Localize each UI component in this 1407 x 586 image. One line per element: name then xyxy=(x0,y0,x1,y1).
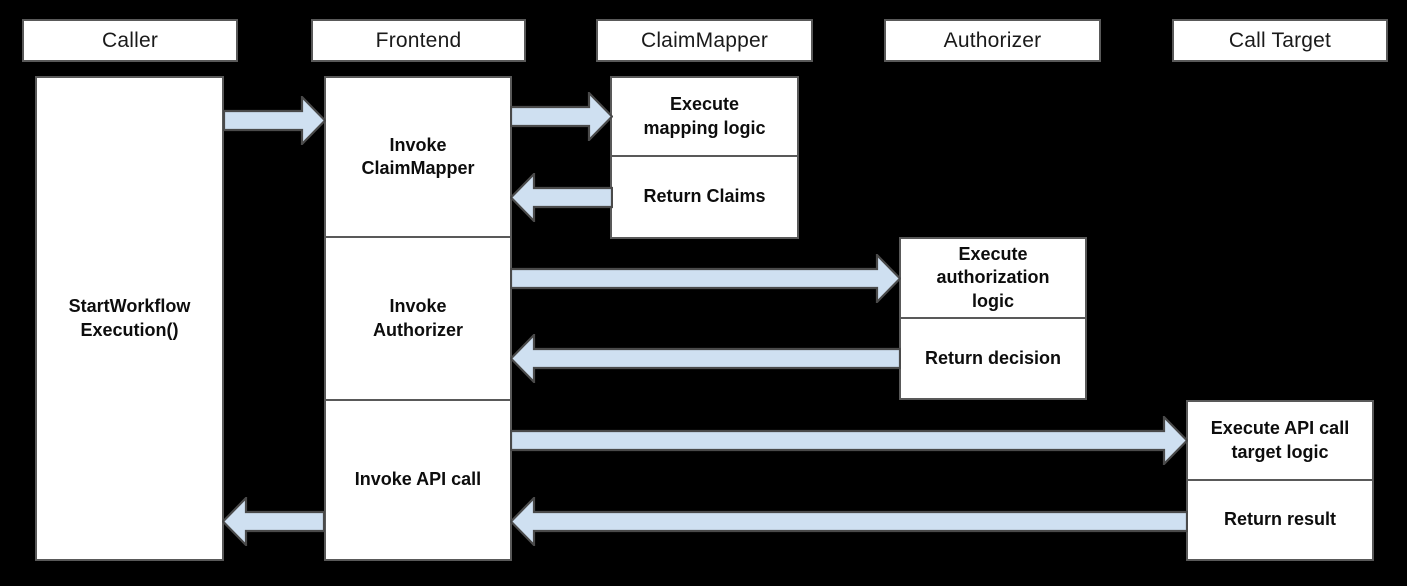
message-arrow-frontend-to-calltarget[interactable] xyxy=(510,416,1188,465)
participant-header-frontend-label: Frontend xyxy=(375,28,462,52)
participant-header-caller-label: Caller xyxy=(101,28,159,52)
participant-header-calltarget[interactable]: Call Target xyxy=(1172,19,1388,62)
activation-claimmapper-return-claims-label: Return Claims xyxy=(643,186,766,207)
message-arrow-frontend-to-caller[interactable] xyxy=(222,497,325,546)
participant-header-authorizer[interactable]: Authorizer xyxy=(884,19,1101,62)
message-arrow-authorizer-to-frontend[interactable] xyxy=(510,334,901,383)
participant-header-calltarget-label: Call Target xyxy=(1228,28,1332,52)
participant-header-claimmapper-label: ClaimMapper xyxy=(640,28,769,52)
message-arrow-calltarget-to-frontend[interactable] xyxy=(510,497,1188,546)
message-arrow-frontend-to-authorizer[interactable] xyxy=(510,254,901,303)
participant-header-frontend[interactable]: Frontend xyxy=(311,19,526,62)
activation-frontend-invoke-api-call[interactable]: Invoke API call xyxy=(324,400,512,561)
message-arrow-frontend-to-claimmapper[interactable] xyxy=(510,92,613,141)
activation-authorizer-return-decision[interactable]: Return decision xyxy=(899,318,1087,400)
activation-calltarget-return-result[interactable]: Return result xyxy=(1186,480,1374,561)
participant-header-claimmapper[interactable]: ClaimMapper xyxy=(596,19,813,62)
message-arrow-caller-to-frontend[interactable] xyxy=(223,96,326,145)
activation-claimmapper-return-claims[interactable]: Return Claims xyxy=(610,156,799,239)
participant-header-caller[interactable]: Caller xyxy=(22,19,238,62)
participant-header-authorizer-label: Authorizer xyxy=(943,28,1042,52)
activation-calltarget-return-result-label: Return result xyxy=(1223,509,1337,530)
activation-frontend-invoke-api-call-label: Invoke API call xyxy=(354,469,482,490)
message-arrow-claimmapper-to-frontend[interactable] xyxy=(510,173,613,222)
activation-authorizer-return-decision-label: Return decision xyxy=(924,347,1062,368)
